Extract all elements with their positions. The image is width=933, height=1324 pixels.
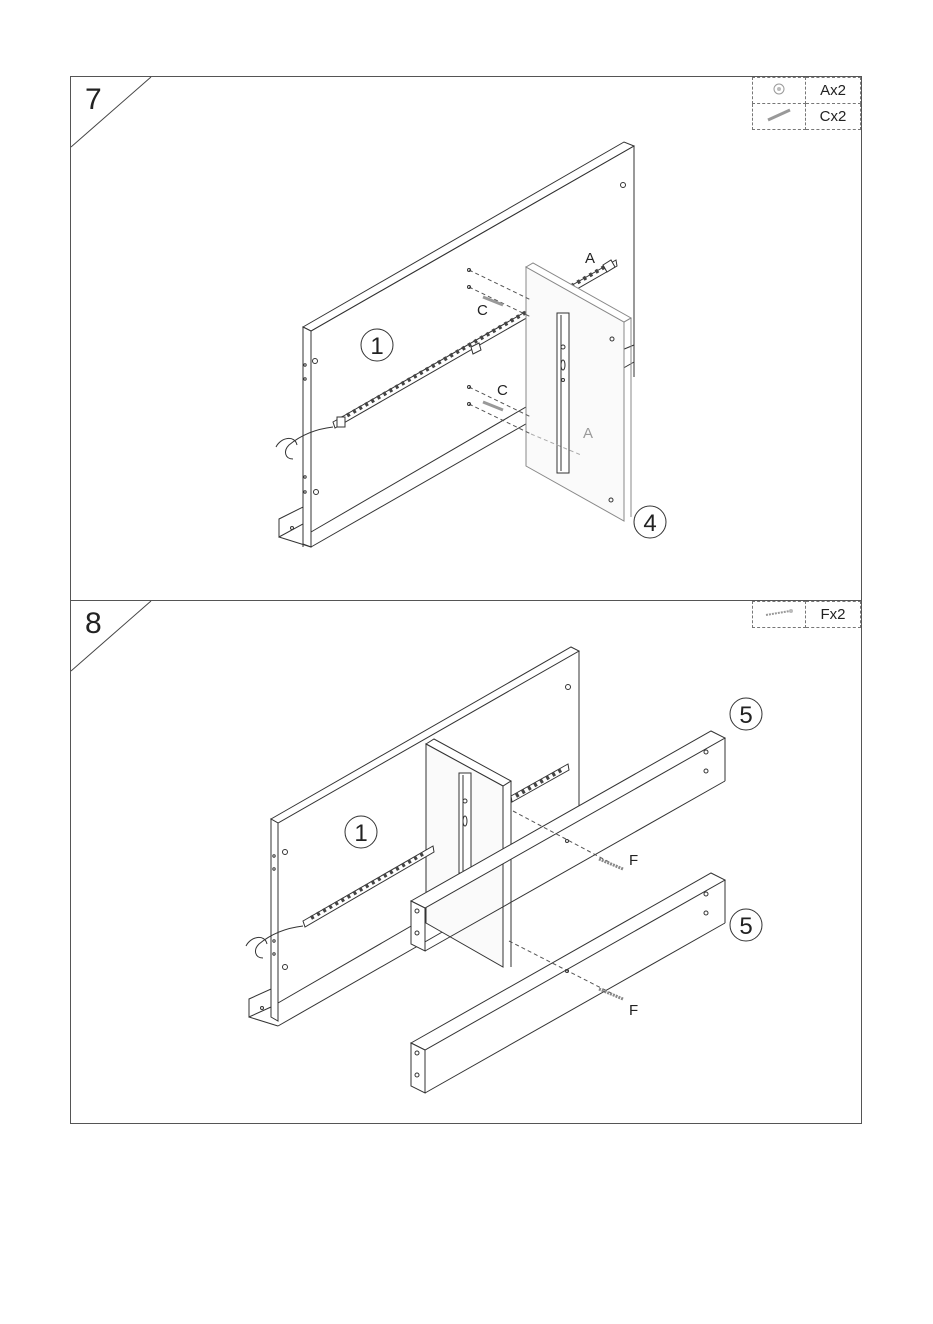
step-8-panel: 8 Fx2 bbox=[70, 600, 862, 1124]
label-f-top: F bbox=[629, 852, 638, 869]
assembly-drawing-step-8: F F 1 5 5 bbox=[71, 601, 863, 1125]
callout-main-panel: 1 bbox=[370, 333, 383, 360]
side-panel bbox=[526, 263, 631, 521]
label-f-bottom: F bbox=[629, 1002, 638, 1019]
step-7-panel: 7 Ax2 Cx2 bbox=[70, 76, 862, 601]
label-a-top: A bbox=[585, 250, 595, 267]
label-c-top: C bbox=[477, 302, 488, 319]
callout-board-bottom: 5 bbox=[739, 913, 752, 940]
label-c-bottom: C bbox=[497, 382, 508, 399]
led-strip bbox=[246, 764, 569, 958]
label-a-bottom: A bbox=[583, 425, 593, 442]
assembly-drawing-step-7: A C C A 1 4 bbox=[71, 77, 863, 602]
screws bbox=[566, 840, 624, 1000]
callout-board-top: 5 bbox=[739, 702, 752, 729]
callout-side-panel: 4 bbox=[643, 510, 656, 537]
callout-main-panel: 1 bbox=[354, 820, 367, 847]
